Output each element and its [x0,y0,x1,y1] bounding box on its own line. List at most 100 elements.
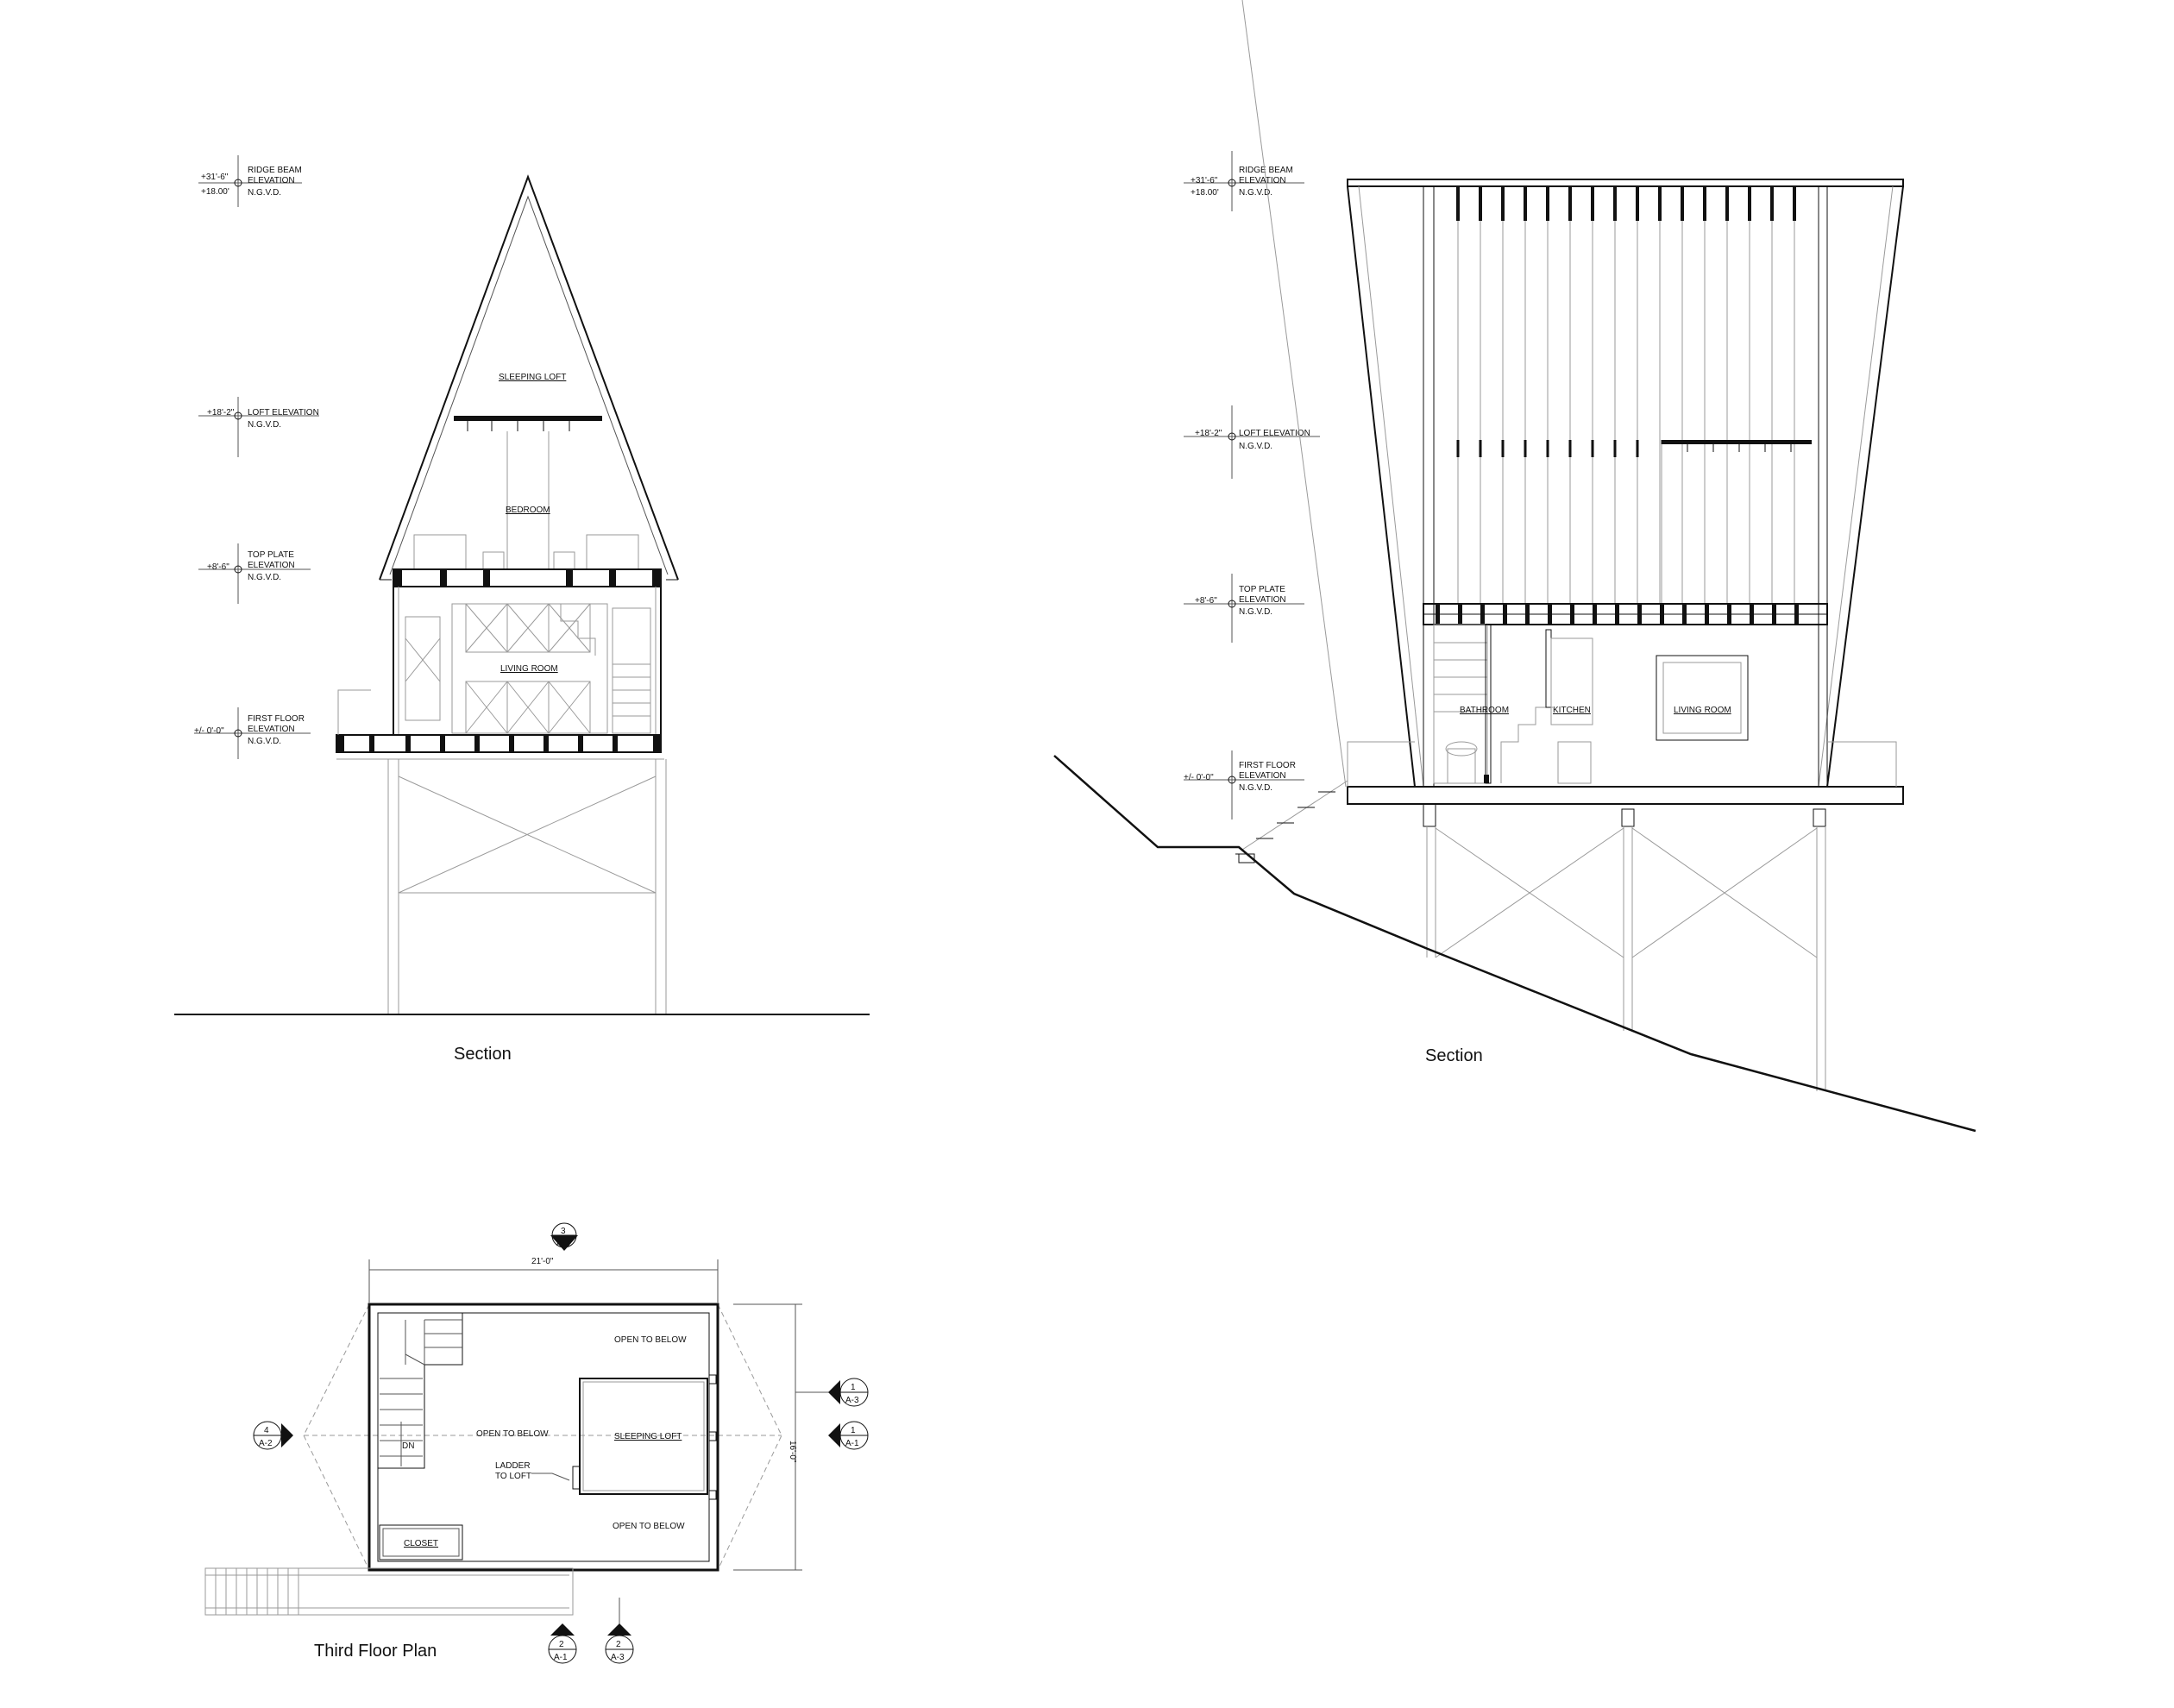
rafter-tick [1591,186,1594,221]
plan-width-label: 21'-0" [531,1257,554,1266]
ridge-value: +31'-6" [201,173,229,182]
rafter-tick [1681,186,1684,221]
plan-depth-label: 16'-0" [788,1441,797,1463]
topplate-label-2: ELEVATION [248,561,295,570]
level-marker-firstfloor-b: +/- 0'-0" FIRST FLOOR ELEVATION N.G.V.D. [1184,750,1304,819]
rafter-tick [1524,186,1527,221]
plate-joist [1794,604,1799,625]
marker-right-lower-sheet: A-1 [845,1439,859,1448]
ground-line-b [1053,755,1976,1133]
plate-joist [1682,604,1687,625]
marker-bottom-1-num: 2 [559,1640,564,1649]
marker-right-upper-num: 1 [851,1383,856,1392]
topplate-datum-b: N.G.V.D. [1239,607,1272,617]
rafter-tick [1501,186,1505,221]
rafter-tick [1658,186,1662,221]
plan-closet [379,1524,463,1560]
level-marker-topplate-b: +8'-6" TOP PLATE ELEVATION N.G.V.D. [1184,574,1304,643]
plate-joist [1503,604,1507,625]
ridge-label-1: RIDGE BEAM [248,166,302,175]
first-floor-interior [393,587,662,735]
first-floor-interior-b [1433,624,1749,784]
plate-joist [1660,604,1664,625]
level-marker-firstfloor-a: +/- 0'-0" FIRST FLOOR ELEVATION N.G.V.D. [194,707,311,759]
plate-joist [1637,604,1642,625]
firstfloor-label-2: ELEVATION [248,725,295,734]
plan-label-sleeping-loft: SLEEPING LOFT [614,1432,682,1441]
rafter-tick [1456,186,1460,221]
floor-platform-b [1347,741,1904,827]
stilts-a [387,759,667,1014]
plan-title: Third Floor Plan [314,1642,437,1661]
rafter-tick [1546,186,1549,221]
rafter-tick [1613,186,1617,221]
plate-joist [1615,604,1619,625]
section-b: +31'-6" +18.00' RIDGE BEAM ELEVATION N.G… [1053,0,1976,1133]
room-label-kitchen-b: KITCHEN [1553,706,1591,715]
plan-dimension-depth: 16'-0" [733,1303,802,1571]
plate-joist [1570,604,1574,625]
plan-stair: DN [378,1312,463,1469]
level-marker-topplate-a: +8'-6" TOP PLATE ELEVATION N.G.V.D. [198,543,311,604]
level-marker-ridge-b: +31'-6" +18.00' RIDGE BEAM ELEVATION N.G… [1184,151,1304,211]
rafter-tick [1748,186,1751,221]
marker-left-sheet: A-2 [259,1439,273,1448]
topplate-datum: N.G.V.D. [248,573,281,582]
topplate-label-b-1: TOP PLATE [1239,585,1285,594]
third-floor-plan: 21'-0" 16'-0" [204,1222,869,1664]
rafter-tick [1703,186,1706,221]
section-marker-right-lower: 1 A-1 [828,1421,869,1450]
rafter-tick [1479,186,1482,221]
topplate-label-1: TOP PLATE [248,550,294,560]
loft-label-b: LOFT ELEVATION [1239,429,1310,438]
plan-exterior-stair [204,1567,574,1616]
marker-bottom-2-sheet: A-3 [611,1653,625,1662]
firstfloor-value: +/- 0'-0" [194,726,224,736]
plan-sleeping-loft [579,1378,708,1495]
marker-bottom-1-sheet: A-1 [554,1653,568,1662]
plan-label-closet: CLOSET [404,1539,438,1548]
ridge-datum-b: N.G.V.D. [1239,188,1272,198]
bedroom-furniture [413,534,639,570]
section-a-title: Section [454,1045,512,1064]
plan-dn-label: DN [402,1441,414,1451]
topplate-label-b-2: ELEVATION [1239,595,1286,605]
a-frame-roof [379,174,679,581]
marker-top-sheet: A-2 [556,1239,570,1248]
top-plate [393,568,662,587]
ridge-datum: N.G.V.D. [248,188,281,198]
loft-value: +18'-2" [207,408,235,418]
roof-plane-b [1347,179,1904,788]
rafter-tick [1793,186,1796,221]
plate-joist [1548,604,1552,625]
rafter-tick [1770,186,1774,221]
firstfloor-label-b-2: ELEVATION [1239,771,1286,781]
ridge-label-b-2: ELEVATION [1239,176,1286,185]
plan-dimension-width: 21'-0" [368,1257,719,1303]
loft-datum-b: N.G.V.D. [1239,442,1272,451]
loft-value-b: +18'-2" [1195,429,1222,438]
loft-label: LOFT ELEVATION [248,408,319,418]
plan-label-open-bottom-right: OPEN TO BELOW [613,1522,685,1531]
plan-label-open-top-right: OPEN TO BELOW [614,1335,687,1345]
plate-joist [1480,604,1485,625]
firstfloor-value-b: +/- 0'-0" [1184,773,1214,782]
plate-joist [1436,604,1440,625]
firstfloor-datum: N.G.V.D. [248,737,281,746]
plan-outer-wall [368,1303,719,1572]
marker-bottom-2-num: 2 [616,1640,621,1649]
loft-floor [454,416,602,569]
room-label-bedroom-a: BEDROOM [506,505,550,515]
section-b-title: Section [1425,1046,1483,1065]
rafters-b [1456,186,1796,604]
room-label-sleeping-loft-a: SLEEPING LOFT [499,373,566,382]
ridge-value-b: +31'-6" [1191,176,1218,185]
rafter-tick [1568,186,1572,221]
rafter-tick [1636,186,1639,221]
plan-label-open-main: OPEN TO BELOW [476,1429,549,1439]
first-floor-deck [336,689,664,760]
plate-joist [1593,604,1597,625]
plan-label-ladder-2: TO LOFT [495,1472,531,1481]
loft-datum: N.G.V.D. [248,420,281,430]
room-label-living-room-a: LIVING ROOM [500,664,558,674]
